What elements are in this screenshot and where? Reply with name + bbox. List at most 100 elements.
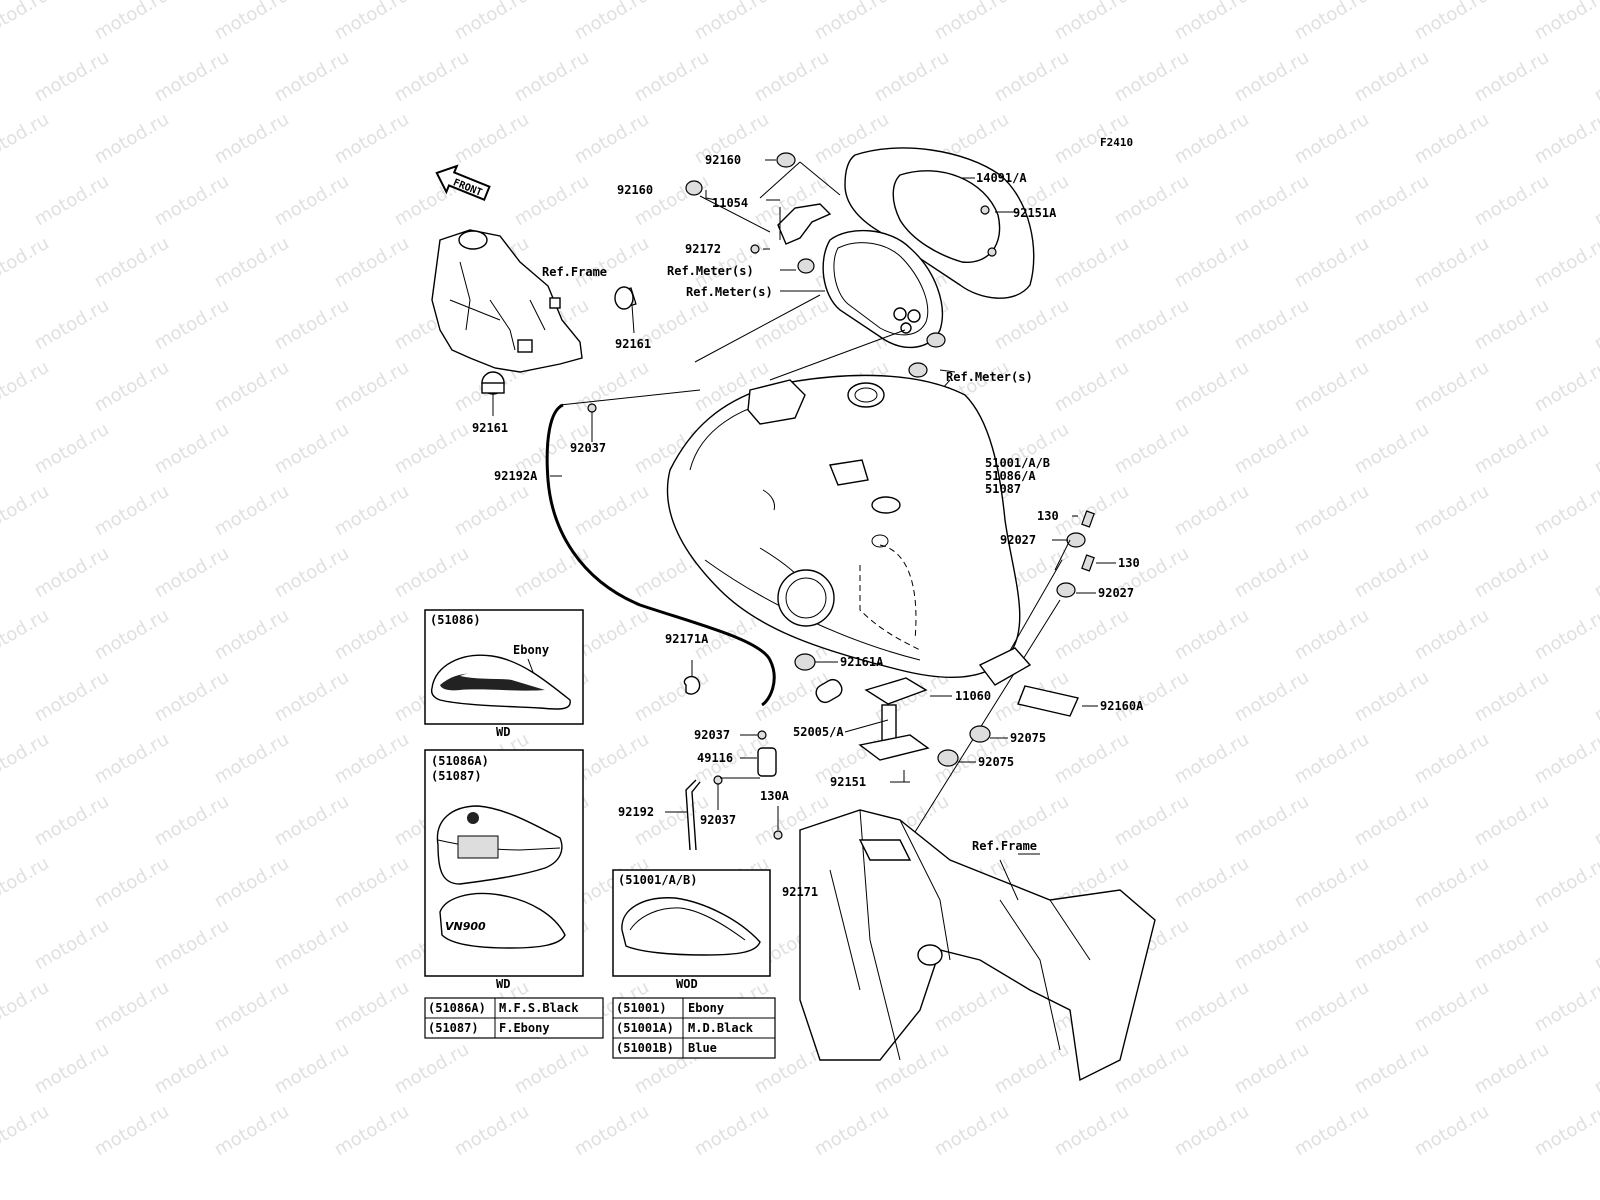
watermark-text: motod.ru bbox=[1051, 729, 1133, 788]
watermark-text: motod.ru bbox=[151, 915, 233, 974]
watermark-text: motod.ru bbox=[0, 481, 53, 540]
watermark-text: motod.ru bbox=[511, 1039, 593, 1098]
watermark-text: motod.ru bbox=[1111, 791, 1193, 850]
watermark-text: motod.ru bbox=[1411, 605, 1493, 664]
watermark-text: motod.ru bbox=[1051, 605, 1133, 664]
inset-51087-code: (51087) bbox=[431, 769, 482, 783]
callout-92151: 92151 bbox=[830, 775, 866, 789]
watermark-text: motod.ru bbox=[1231, 419, 1313, 478]
watermark-text: motod.ru bbox=[571, 357, 653, 416]
watermark-text: motod.ru bbox=[991, 295, 1073, 354]
watermark-text: motod.ru bbox=[1231, 171, 1313, 230]
grommet-92160-upper bbox=[776, 152, 796, 168]
clamp-92037-middle bbox=[757, 730, 767, 740]
grommet-ref-meter bbox=[797, 258, 815, 274]
watermark-text: motod.ru bbox=[1231, 47, 1313, 106]
watermark-text: motod.ru bbox=[1171, 0, 1253, 44]
watermark-text: motod.ru bbox=[331, 853, 413, 912]
callout-130-lower: 130 bbox=[1118, 556, 1140, 570]
watermark-text: motod.ru bbox=[151, 543, 233, 602]
watermark-text: motod.ru bbox=[1471, 171, 1553, 230]
callout-92027-upper: 92027 bbox=[1000, 533, 1036, 547]
watermark-text: motod.ru bbox=[811, 1101, 893, 1160]
watermark-text: motod.ru bbox=[1231, 667, 1313, 726]
grommet-92161-upper bbox=[614, 286, 637, 310]
watermark-text: motod.ru bbox=[1171, 605, 1253, 664]
color-table-right: (51001) Ebony (51001A) M.D.Black (51001B… bbox=[612, 997, 776, 1059]
watermark-text: motod.ru bbox=[931, 1101, 1013, 1160]
watermark-text: motod.ru bbox=[1411, 233, 1493, 292]
hose-92192 bbox=[685, 779, 701, 851]
watermark-text: motod.ru bbox=[151, 47, 233, 106]
watermark-text: motod.ru bbox=[211, 481, 293, 540]
callout-92171: 92171 bbox=[782, 885, 818, 899]
watermark-text: motod.ru bbox=[1591, 295, 1600, 354]
callout-ref-meter-2: Ref.Meter(s) bbox=[686, 285, 773, 299]
watermark-text: motod.ru bbox=[631, 47, 713, 106]
watermark-text: motod.ru bbox=[151, 419, 233, 478]
watermark-text: motod.ru bbox=[91, 357, 173, 416]
watermark-text: motod.ru bbox=[1351, 171, 1433, 230]
watermark-text: motod.ru bbox=[1411, 977, 1493, 1036]
color-table-left: (51086A) M.F.S.Black (51087) F.Ebony bbox=[424, 997, 604, 1039]
callout-92037-middle: 92037 bbox=[694, 728, 730, 742]
watermark-text: motod.ru bbox=[271, 295, 353, 354]
watermark-text: motod.ru bbox=[391, 419, 473, 478]
frame-head-part bbox=[431, 229, 583, 373]
watermark-text: motod.ru bbox=[751, 47, 833, 106]
watermark-text: motod.ru bbox=[1591, 47, 1600, 106]
watermark-text: motod.ru bbox=[991, 1039, 1073, 1098]
callout-52005A: 52005/A bbox=[793, 725, 844, 739]
watermark-text: motod.ru bbox=[31, 171, 113, 230]
table-right-code-2: (51001B) bbox=[616, 1041, 674, 1055]
watermark-text: motod.ru bbox=[31, 915, 113, 974]
watermark-text: motod.ru bbox=[91, 977, 173, 1036]
watermark-text: motod.ru bbox=[31, 791, 113, 850]
watermark-text: motod.ru bbox=[31, 1039, 113, 1098]
callout-49116: 49116 bbox=[697, 751, 733, 765]
watermark-text: motod.ru bbox=[0, 0, 53, 44]
table-right-color-1: M.D.Black bbox=[688, 1021, 754, 1035]
callout-92160-lower: 92160 bbox=[617, 183, 653, 197]
watermark-text: motod.ru bbox=[1291, 357, 1373, 416]
watermark-text: motod.ru bbox=[811, 0, 893, 44]
watermark-text: motod.ru bbox=[1051, 233, 1133, 292]
watermark-text: motod.ru bbox=[31, 419, 113, 478]
watermark-text: motod.ru bbox=[151, 791, 233, 850]
table-right-color-2: Blue bbox=[688, 1041, 717, 1055]
table-left-code-0: (51086A) bbox=[428, 1001, 486, 1015]
watermark-text: motod.ru bbox=[211, 853, 293, 912]
callout-92037-upper: 92037 bbox=[570, 441, 606, 455]
watermark-text: motod.ru bbox=[151, 1039, 233, 1098]
watermark-text: motod.ru bbox=[331, 233, 413, 292]
watermark-text: motod.ru bbox=[271, 47, 353, 106]
watermark-text: motod.ru bbox=[1591, 667, 1600, 726]
watermark-text: motod.ru bbox=[1291, 481, 1373, 540]
watermark-text: motod.ru bbox=[1051, 0, 1133, 44]
watermark-text: motod.ru bbox=[151, 667, 233, 726]
watermark-text: motod.ru bbox=[1231, 915, 1313, 974]
watermark-text: motod.ru bbox=[331, 481, 413, 540]
inset-51086: (51086) Ebony WD bbox=[424, 609, 584, 739]
watermark-text: motod.ru bbox=[1531, 729, 1600, 788]
watermark-text: motod.ru bbox=[1591, 419, 1600, 478]
watermark-text: motod.ru bbox=[1171, 233, 1253, 292]
watermark-text: motod.ru bbox=[1411, 0, 1493, 44]
watermark-text: motod.ru bbox=[1051, 1101, 1133, 1160]
watermark-text: motod.ru bbox=[931, 0, 1013, 44]
inset-51087-logo: VN900 bbox=[445, 920, 486, 933]
callout-92075-upper: 92075 bbox=[1010, 731, 1046, 745]
meter-cover-part bbox=[844, 147, 1035, 299]
watermark-text: motod.ru bbox=[151, 171, 233, 230]
table-left-color-0: M.F.S.Black bbox=[499, 1001, 579, 1015]
callout-130-upper: 130 bbox=[1037, 509, 1059, 523]
bolt-130-lower bbox=[1081, 554, 1095, 572]
damper-92075-lower bbox=[937, 749, 959, 767]
watermark-text: motod.ru bbox=[1291, 605, 1373, 664]
watermark-text: motod.ru bbox=[1591, 915, 1600, 974]
watermark-text: motod.ru bbox=[1171, 1101, 1253, 1160]
bolt-92172 bbox=[750, 244, 760, 254]
watermark-text: motod.ru bbox=[331, 1101, 413, 1160]
watermark-text: motod.ru bbox=[1531, 1101, 1600, 1160]
inset-51001-caption: WOD bbox=[676, 977, 698, 991]
